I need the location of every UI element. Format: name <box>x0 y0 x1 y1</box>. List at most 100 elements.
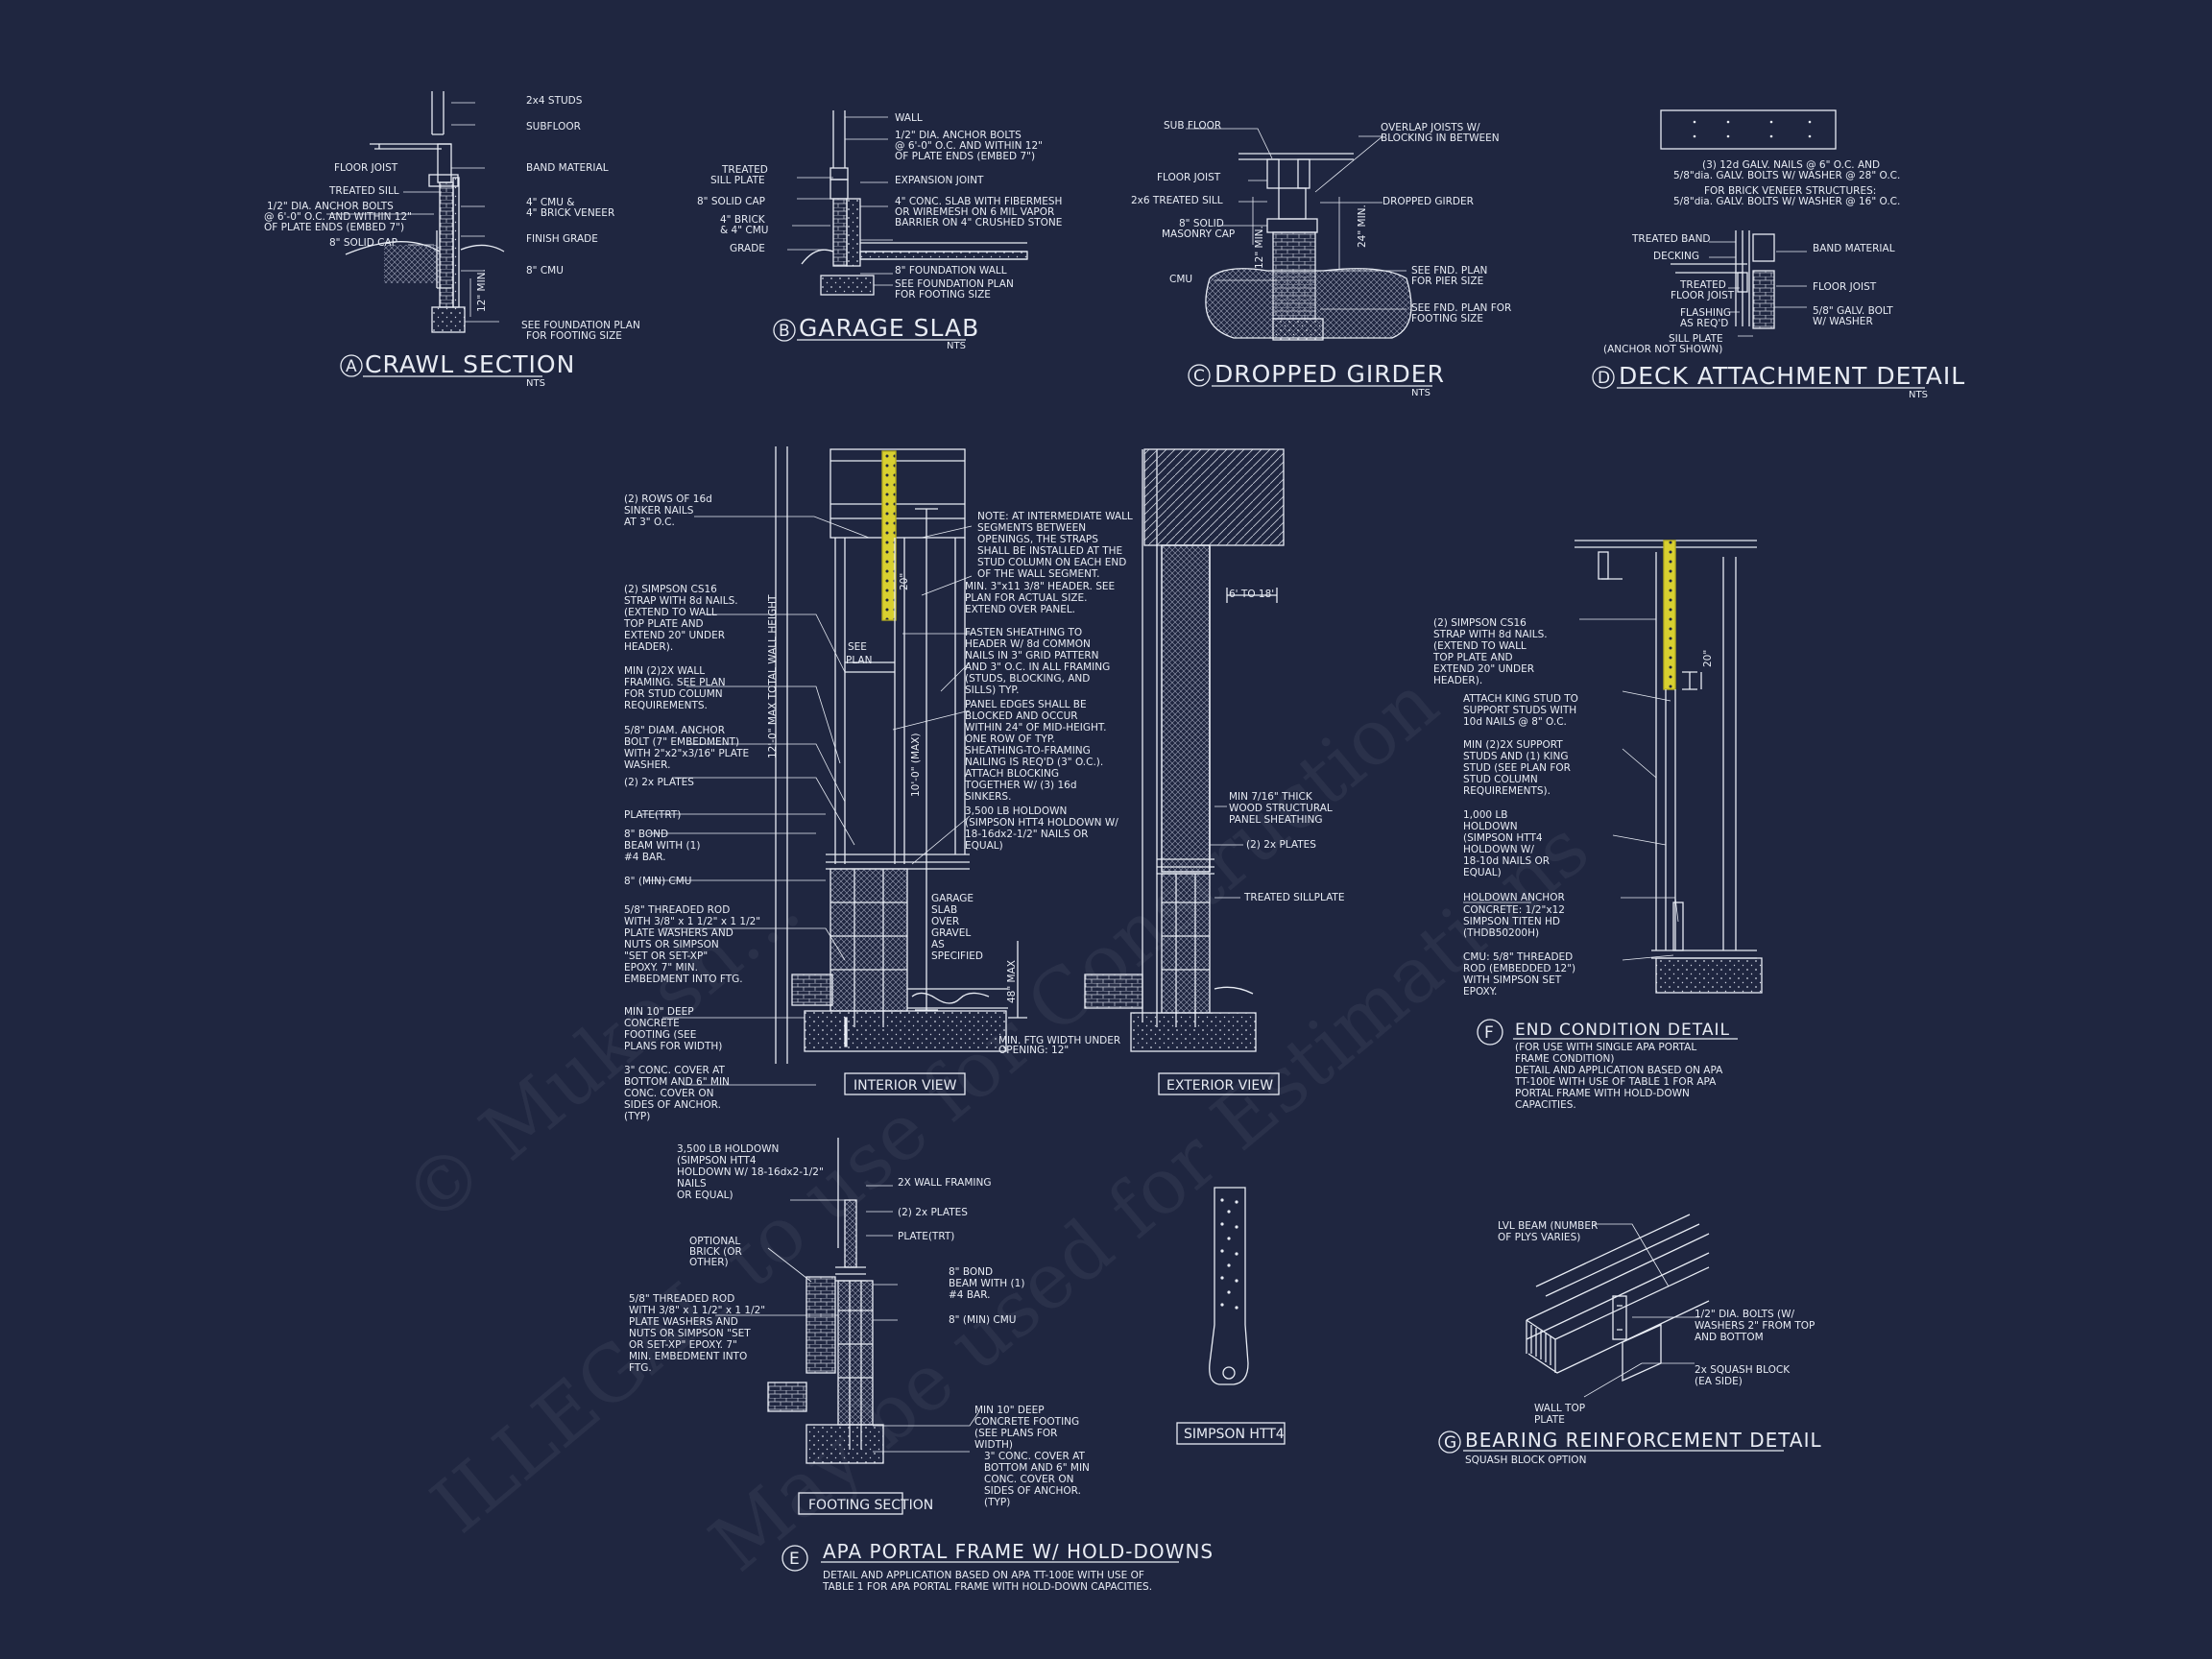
svg-text:SUPPORT STUDS WITH: SUPPORT STUDS WITH <box>1463 705 1576 716</box>
svg-text:ROD (EMBEDDED 12"): ROD (EMBEDDED 12") <box>1463 963 1575 974</box>
svg-text:D: D <box>1598 369 1610 388</box>
svg-text:STUD COLUMN ON EACH END: STUD COLUMN ON EACH END <box>977 557 1126 568</box>
svg-text:SEE FND. PLAN: SEE FND. PLAN <box>1411 265 1487 276</box>
svg-text:CMU: 5/8" THREADED: CMU: 5/8" THREADED <box>1463 951 1573 963</box>
svg-text:BOLT (7" EMBEDMENT): BOLT (7" EMBEDMENT) <box>624 736 739 748</box>
svg-text:(2) ROWS OF 16d: (2) ROWS OF 16d <box>624 493 712 505</box>
garage-title: B GARAGE SLAB NTS <box>773 314 978 351</box>
svg-text:NAILS: NAILS <box>677 1178 707 1190</box>
svg-text:TREATED SILLPLATE: TREATED SILLPLATE <box>1243 892 1344 903</box>
simpson-htt4-label: SIMPSON HTT4 <box>1184 1427 1285 1442</box>
deck-title: D DECK ATTACHMENT DETAIL NTS <box>1592 362 1965 400</box>
svg-text:HEADER W/ 8d COMMON: HEADER W/ 8d COMMON <box>965 638 1091 650</box>
svg-text:CONC. COVER ON: CONC. COVER ON <box>984 1474 1073 1485</box>
svg-text:BAND MATERIAL: BAND MATERIAL <box>526 162 609 174</box>
svg-text:AS: AS <box>931 939 945 950</box>
svg-text:4" BRICK: 4" BRICK <box>720 214 766 226</box>
svg-text:(SEE PLANS FOR: (SEE PLANS FOR <box>974 1428 1057 1439</box>
svg-text:GARAGE: GARAGE <box>931 893 974 904</box>
portal-interior-labels: SEE PLAN 12'-0" MAX TOTAL WALL HEIGHT 10… <box>767 573 1120 1094</box>
svg-text:MIN. 3"x11 3/8" HEADER. SEE: MIN. 3"x11 3/8" HEADER. SEE <box>965 581 1115 592</box>
svg-text:FLOOR JOIST: FLOOR JOIST <box>334 162 398 174</box>
svg-text:DETAIL AND APPLICATION BASED O: DETAIL AND APPLICATION BASED ON APA TT-1… <box>823 1570 1144 1581</box>
svg-text:FRAME CONDITION): FRAME CONDITION) <box>1515 1053 1614 1065</box>
svg-text:OR WIREMESH ON 6 MIL VAPOR: OR WIREMESH ON 6 MIL VAPOR <box>895 206 1054 218</box>
svg-text:PANEL SHEATHING: PANEL SHEATHING <box>1229 814 1322 826</box>
svg-text:FLOOR JOIST: FLOOR JOIST <box>1813 281 1877 293</box>
svg-text:EXTEND 20" UNDER: EXTEND 20" UNDER <box>1433 663 1534 675</box>
svg-text:(EA SIDE): (EA SIDE) <box>1695 1376 1743 1387</box>
detail-end-condition <box>1575 540 1763 994</box>
svg-text:ATTACH KING STUD TO: ATTACH KING STUD TO <box>1463 693 1578 705</box>
svg-text:FOR FOOTING SIZE: FOR FOOTING SIZE <box>895 289 991 301</box>
svg-text:(THDB50200H): (THDB50200H) <box>1463 927 1539 939</box>
svg-text:3,500 LB HOLDOWN: 3,500 LB HOLDOWN <box>677 1143 779 1155</box>
svg-text:18-10d NAILS OR: 18-10d NAILS OR <box>1463 855 1550 867</box>
svg-text:(2) 2x PLATES: (2) 2x PLATES <box>898 1207 968 1218</box>
svg-text:EPOXY. 7" MIN.: EPOXY. 7" MIN. <box>624 962 698 974</box>
bearing-title: G BEARING REINFORCEMENT DETAIL SQUASH BL… <box>1438 1429 1822 1466</box>
svg-text:8" CMU: 8" CMU <box>526 265 564 276</box>
svg-text:SEE FOUNDATION PLAN: SEE FOUNDATION PLAN <box>895 278 1014 290</box>
svg-text:ONE ROW OF TYP.: ONE ROW OF TYP. <box>965 733 1055 745</box>
svg-text:B: B <box>779 322 790 341</box>
svg-text:SINKER NAILS: SINKER NAILS <box>624 505 694 517</box>
svg-text:OR EQUAL): OR EQUAL) <box>677 1190 733 1201</box>
svg-text:PLATE WASHERS AND: PLATE WASHERS AND <box>624 927 733 939</box>
svg-text:STUD COLUMN: STUD COLUMN <box>1463 774 1538 785</box>
svg-text:8" (MIN) CMU: 8" (MIN) CMU <box>949 1314 1016 1326</box>
svg-text:STRAP WITH 8d NAILS.: STRAP WITH 8d NAILS. <box>1433 629 1548 640</box>
svg-text:SEGMENTS BETWEEN: SEGMENTS BETWEEN <box>977 522 1086 534</box>
exterior-view-label: EXTERIOR VIEW <box>1166 1078 1273 1094</box>
svg-text:(STUDS, BLOCKING, AND: (STUDS, BLOCKING, AND <box>965 673 1090 685</box>
svg-text:TREATED SILL: TREATED SILL <box>328 185 399 197</box>
svg-text:(2) 2x PLATES: (2) 2x PLATES <box>624 777 694 788</box>
svg-text:FRAMING. SEE PLAN: FRAMING. SEE PLAN <box>624 677 726 688</box>
svg-text:NOTE: AT INTERMEDIATE WALL: NOTE: AT INTERMEDIATE WALL <box>977 511 1133 522</box>
svg-text:4" CONC. SLAB WITH FIBERMESH: 4" CONC. SLAB WITH FIBERMESH <box>895 196 1062 207</box>
bearing-notes: LVL BEAM (NUMBER OF PLYS VARIES) 1/2" DI… <box>1498 1220 1815 1426</box>
svg-text:FOOTING (SEE: FOOTING (SEE <box>624 1029 696 1041</box>
svg-text:12" MIN.: 12" MIN. <box>1254 226 1265 269</box>
svg-text:DECK ATTACHMENT DETAIL: DECK ATTACHMENT DETAIL <box>1619 362 1965 390</box>
svg-text:FOR STUD COLUMN: FOR STUD COLUMN <box>624 688 723 700</box>
detail-simpson-htt4 <box>1176 1187 1286 1445</box>
svg-text:END CONDITION DETAIL: END CONDITION DETAIL <box>1515 1021 1730 1040</box>
footing-notes: 3,500 LB HOLDOWN (SIMPSON HTT4 HOLDOWN W… <box>629 1143 1090 1513</box>
svg-text:PORTAL FRAME WITH HOLD-DOWN: PORTAL FRAME WITH HOLD-DOWN <box>1515 1088 1690 1099</box>
svg-text:DECKING: DECKING <box>1653 251 1699 262</box>
svg-text:GRAVEL: GRAVEL <box>931 927 971 939</box>
svg-text:FLOOR JOIST: FLOOR JOIST <box>1157 172 1221 183</box>
svg-text:WOOD STRUCTURAL: WOOD STRUCTURAL <box>1229 803 1333 814</box>
svg-text:(SIMPSON HTT4: (SIMPSON HTT4 <box>677 1155 757 1166</box>
svg-text:HOLDOWN W/ 18-16dx2-1/2": HOLDOWN W/ 18-16dx2-1/2" <box>677 1166 824 1178</box>
svg-text:HOLDOWN: HOLDOWN <box>1463 821 1518 832</box>
svg-text:REQUIREMENTS).: REQUIREMENTS). <box>1463 785 1551 797</box>
detail-dropped-girder <box>1186 128 1412 341</box>
svg-text:NTS: NTS <box>1411 388 1431 398</box>
svg-text:EPOXY.: EPOXY. <box>1463 986 1497 998</box>
svg-text:NTS: NTS <box>1909 390 1928 400</box>
svg-text:10'-0" (MAX): 10'-0" (MAX) <box>910 733 922 797</box>
svg-text:G: G <box>1444 1433 1456 1453</box>
svg-text:BAND MATERIAL: BAND MATERIAL <box>1813 243 1895 254</box>
svg-text:PLAN: PLAN <box>846 655 872 666</box>
girder-notes: SUB FLOOR OVERLAP JOISTS W/ BLOCKING IN … <box>1131 120 1511 325</box>
svg-text:(ANCHOR NOT SHOWN): (ANCHOR NOT SHOWN) <box>1603 344 1722 355</box>
svg-text:BOTTOM AND 6" MIN: BOTTOM AND 6" MIN <box>984 1462 1090 1474</box>
svg-text:OVER: OVER <box>931 916 959 927</box>
svg-text:TOGETHER W/ (3) 16d: TOGETHER W/ (3) 16d <box>964 780 1077 791</box>
svg-text:5/8" THREADED ROD: 5/8" THREADED ROD <box>629 1293 734 1305</box>
detail-crawl-section <box>326 91 505 333</box>
svg-text:(SIMPSON HTT4: (SIMPSON HTT4 <box>1463 832 1543 844</box>
svg-text:4" BRICK VENEER: 4" BRICK VENEER <box>526 207 614 219</box>
svg-text:WITH SIMPSON SET: WITH SIMPSON SET <box>1463 974 1562 986</box>
svg-text:SEE: SEE <box>848 641 867 653</box>
svg-text:BLOCKING IN BETWEEN: BLOCKING IN BETWEEN <box>1381 132 1500 144</box>
svg-text:NTS: NTS <box>947 341 966 351</box>
svg-text:BEARING REINFORCEMENT DETAIL: BEARING REINFORCEMENT DETAIL <box>1465 1429 1822 1452</box>
svg-text:MIN. FTG WIDTH UNDER: MIN. FTG WIDTH UNDER <box>998 1035 1120 1046</box>
svg-text:3" CONC. COVER AT: 3" CONC. COVER AT <box>624 1065 726 1076</box>
svg-text:1,000 LB: 1,000 LB <box>1463 809 1507 821</box>
